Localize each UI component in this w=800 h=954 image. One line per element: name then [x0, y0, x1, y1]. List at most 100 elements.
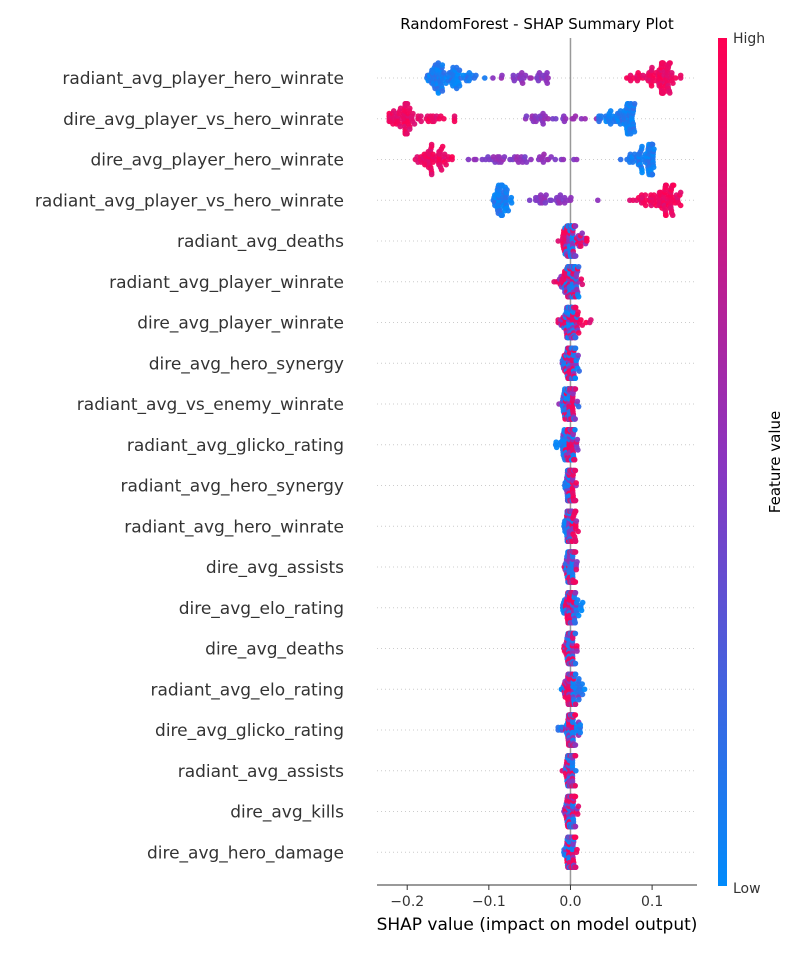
data-point [677, 72, 684, 79]
data-point [572, 345, 579, 352]
data-point [572, 375, 579, 382]
data-point [572, 113, 579, 119]
data-point [631, 100, 638, 107]
feature-label: radiant_avg_hero_synergy [121, 477, 345, 497]
data-point [552, 115, 559, 122]
data-point [572, 386, 579, 392]
feature-label: radiant_avg_player_hero_winrate [62, 69, 344, 89]
data-point [649, 64, 655, 71]
data-point [572, 538, 579, 545]
data-point [397, 105, 404, 112]
data-point [670, 80, 676, 86]
data-point [572, 508, 579, 515]
feature-label: dire_avg_glicko_rating [155, 721, 344, 741]
data-point [595, 197, 601, 204]
data-point [573, 767, 579, 774]
data-point [572, 834, 579, 841]
data-point [663, 182, 670, 189]
chart-title: RandomForest - SHAP Summary Plot [400, 15, 674, 33]
data-point [441, 115, 447, 122]
data-point [528, 75, 534, 81]
data-point [572, 864, 579, 871]
data-point [581, 686, 588, 693]
feature-label: dire_avg_elo_rating [179, 599, 344, 619]
data-point [651, 77, 658, 84]
data-point [481, 75, 488, 81]
data-point [526, 197, 533, 204]
data-point [649, 171, 656, 178]
data-point [617, 156, 624, 163]
data-point [575, 528, 581, 535]
data-point [572, 752, 579, 759]
data-point [438, 167, 445, 173]
data-point [575, 352, 581, 359]
data-point [404, 130, 410, 137]
data-point [574, 398, 581, 405]
data-point [428, 171, 435, 178]
data-point [642, 192, 649, 198]
feature-label: radiant_avg_player_winrate [109, 273, 344, 293]
data-point [572, 497, 579, 504]
data-point [456, 83, 463, 89]
data-point [501, 154, 508, 160]
data-point [572, 630, 579, 637]
data-point [428, 141, 435, 148]
data-point [648, 83, 655, 89]
data-point [540, 159, 547, 165]
data-point [439, 62, 446, 68]
feature-label: dire_avg_hero_synergy [149, 354, 344, 374]
data-point [629, 159, 636, 165]
feature-label: radiant_avg_vs_enemy_winrate [77, 395, 344, 415]
data-point [545, 115, 551, 122]
data-point [451, 113, 458, 119]
data-point [575, 403, 582, 410]
data-point [418, 113, 424, 119]
data-point [572, 782, 578, 789]
feature-label: dire_avg_assists [206, 558, 344, 578]
data-point [575, 330, 582, 336]
data-point [418, 118, 424, 125]
data-point [572, 334, 579, 341]
data-point [571, 456, 578, 463]
data-point [579, 230, 585, 236]
data-point [579, 691, 586, 698]
data-point [651, 146, 657, 152]
data-point [439, 143, 446, 150]
data-point [404, 100, 411, 107]
data-point [666, 90, 673, 96]
data-point [508, 200, 515, 206]
data-point [505, 207, 512, 214]
data-point [576, 676, 582, 682]
data-point [572, 549, 579, 555]
data-point [544, 70, 550, 76]
x-tick-label: −0.1 [472, 894, 506, 910]
data-point [572, 416, 579, 422]
x-tick-label: 0.1 [641, 894, 663, 910]
feature-label: radiant_avg_glicko_rating [127, 436, 344, 456]
data-point [631, 128, 638, 135]
colorbar-gradient [718, 38, 727, 886]
data-point [443, 161, 449, 168]
data-point [572, 467, 579, 474]
data-point [677, 202, 684, 209]
data-point [406, 105, 413, 112]
data-point [579, 599, 586, 606]
data-point [574, 559, 580, 565]
data-point [578, 607, 585, 614]
data-point [411, 121, 418, 127]
feature-label: radiant_avg_deaths [177, 232, 344, 252]
data-point [575, 803, 582, 810]
data-point [465, 156, 472, 163]
feature-label: dire_avg_deaths [205, 640, 344, 660]
data-point [397, 123, 404, 130]
data-point [508, 194, 515, 201]
data-point [667, 60, 673, 66]
data-point [522, 72, 529, 79]
data-point [572, 671, 579, 678]
data-point [670, 182, 677, 189]
data-point [576, 368, 582, 374]
data-point [574, 648, 580, 654]
data-point [552, 156, 559, 163]
